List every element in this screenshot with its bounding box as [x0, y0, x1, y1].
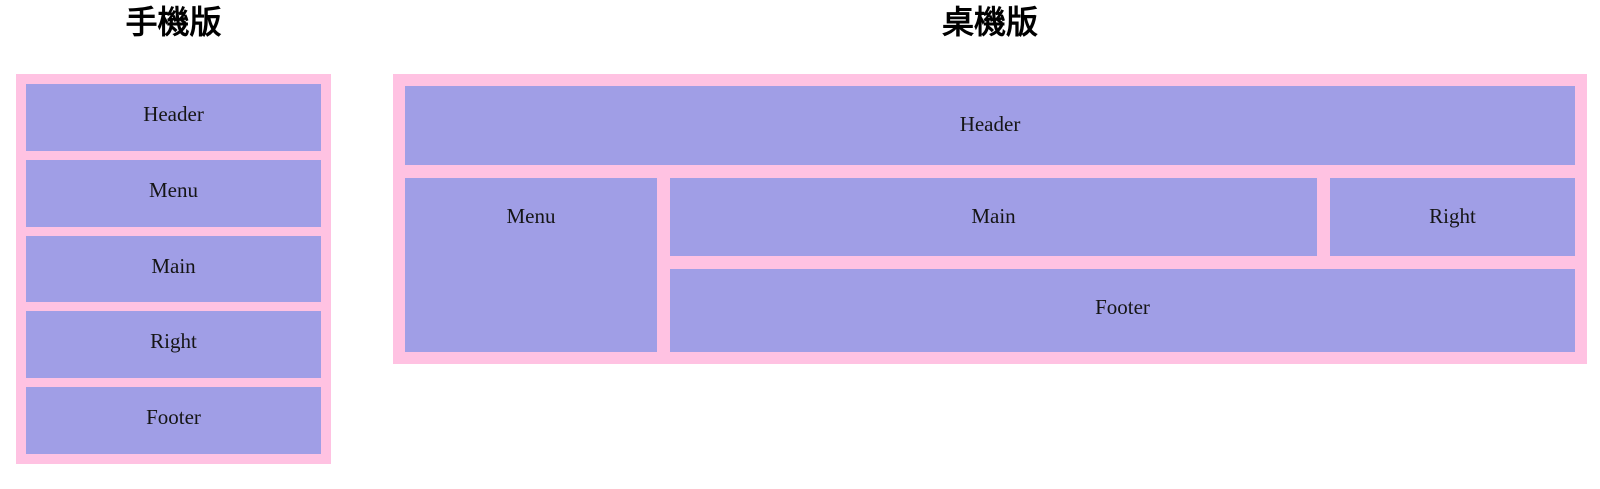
desktop-menu-block: Menu — [405, 178, 657, 352]
mobile-layout-container: Header Menu Main Right Footer — [16, 74, 331, 464]
mobile-right-block: Right — [26, 311, 321, 379]
desktop-right-block: Right — [1330, 178, 1575, 256]
mobile-menu-block: Menu — [26, 159, 321, 227]
desktop-version-title: 桌機版 — [941, 4, 1038, 40]
desktop-footer-block: Footer — [670, 269, 1575, 352]
mobile-header-block: Header — [26, 84, 321, 151]
desktop-main-block: Main — [670, 178, 1317, 256]
mobile-main-block: Main — [26, 235, 321, 303]
desktop-layout-container: Header Menu Main Right Footer — [393, 74, 1587, 364]
mobile-footer-block: Footer — [26, 387, 321, 454]
mobile-version-title: 手機版 — [125, 4, 222, 40]
desktop-header-block: Header — [405, 86, 1575, 165]
